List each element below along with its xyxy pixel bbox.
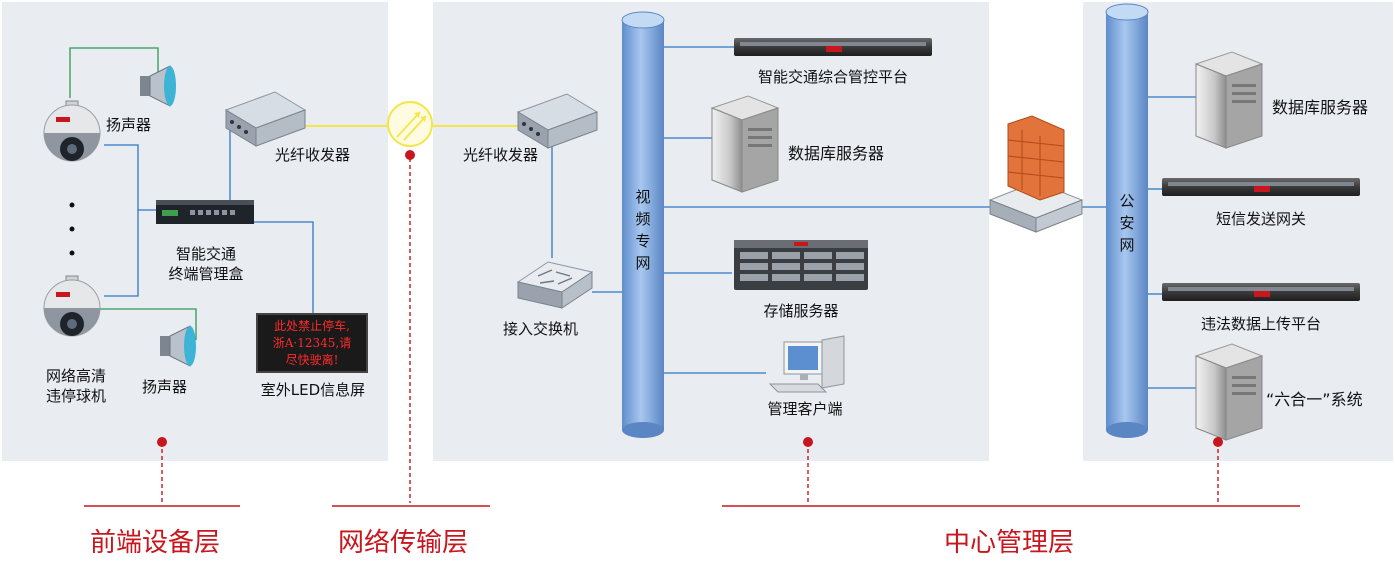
dome-camera-icon-bottom [43,275,101,337]
police-net-char-2: 安 [1119,214,1135,232]
police-net-char-1: 公 [1119,192,1135,210]
led-text-line2: 浙A·12345,请 [272,336,352,350]
dots-icon [69,202,75,256]
video-net-char-3: 专 [635,232,651,250]
police-db-tower-icon [1194,51,1264,149]
platform-label: 智能交通综合管控平台 [757,68,908,86]
access-switch-label: 接入交换机 [503,320,579,338]
network-fiber-transceiver-label: 光纤收发器 [463,146,539,164]
terminal-box-icon [156,200,254,224]
led-text-line1: 此处禁止停车, [274,319,350,333]
upload-platform-label: 违法数据上传平台 [1200,315,1321,333]
terminal-label-line1: 智能交通 [175,245,236,263]
speaker-label-bottom: 扬声器 [142,378,188,396]
camera-wire-bottom [104,210,139,297]
storage-server-icon [734,240,868,290]
fiber-transceiver-label: 光纤收发器 [275,146,351,164]
network-layer-title: 网络传输层 [338,528,469,558]
front-end-layer-title: 前端设备层 [90,528,221,558]
police-net-char-3: 网 [1119,236,1135,254]
six-in-one-tower-icon [1194,343,1264,441]
speaker-icon-bottom [160,325,196,367]
video-net-pipe [621,11,665,438]
police-net-pipe [1105,3,1149,438]
camera-label-line2: 违停球机 [45,387,106,405]
platform-server-icon [734,38,932,56]
db-server-tower-icon [710,95,780,193]
storage-server-label: 存储服务器 [763,302,839,320]
sms-gateway-label: 短信发送网关 [1215,210,1306,228]
video-net-char-1: 视 [635,188,651,206]
video-net-char-2: 频 [635,210,651,228]
access-switch-icon [516,261,594,309]
terminal-led-wire [254,221,314,313]
upload-platform-server-icon [1162,283,1360,301]
speaker-wire-top [69,47,159,98]
led-screen-display: 此处禁止停车, 浙A·12345,请 尽快驶离! [256,313,368,373]
layer-marker-dots [157,150,1223,447]
camera-wire-top [104,144,156,211]
client-label: 管理客户端 [767,400,843,418]
terminal-label-line2: 终端管理盒 [168,265,244,283]
six-in-one-label: “六合一”系统 [1266,390,1363,409]
led-text-line3: 尽快驶离! [285,353,339,367]
fiber-transceiver-icon [224,91,307,147]
client-computer-icon [768,335,845,393]
front-end-panel [2,2,388,461]
camera-label-line1: 网络高清 [45,367,106,385]
firewall-icon [988,115,1084,233]
video-net-char-4: 网 [635,254,651,272]
layer-markers [84,158,1300,507]
dome-camera-icon [43,100,101,162]
db-server-label: 数据库服务器 [788,144,885,163]
fiber-coupler-icon [387,101,433,147]
speaker-label-top: 扬声器 [106,116,152,134]
fiber-transceiver-icon-network [516,93,599,149]
speaker-icon [140,65,176,107]
led-screen-label: 室外LED信息屏 [260,381,366,399]
police-db-server-label: 数据库服务器 [1272,98,1369,117]
network-center-panel [433,2,989,461]
sms-gateway-server-icon [1162,178,1360,196]
center-layer-title: 中心管理层 [944,528,1075,558]
